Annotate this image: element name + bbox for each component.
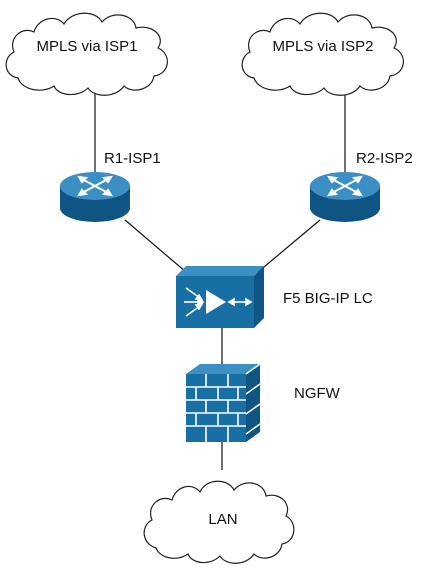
- connections: [94, 94, 346, 470]
- cloud-icon: [241, 12, 404, 96]
- router-icon: [310, 172, 380, 222]
- cloud-icon: [143, 480, 295, 564]
- cloud-label-lan: LAN: [208, 511, 238, 528]
- router-label-r1: R1-ISP1: [104, 150, 161, 167]
- cloud-label-isp1: MPLS via ISP1: [36, 38, 138, 55]
- router-label-r2: R2-ISP2: [356, 150, 413, 167]
- load-balancer-icon: [176, 266, 264, 328]
- firewall-icon: [186, 363, 261, 442]
- router-icon: [60, 172, 130, 222]
- cloud-label-isp2: MPLS via ISP2: [272, 38, 374, 55]
- cloud-icon: [5, 12, 168, 96]
- ngfw-label: NGFW: [294, 385, 340, 402]
- link-r2-f5: [257, 219, 321, 273]
- f5-label: F5 BIG-IP LC: [283, 290, 373, 307]
- link-r1-f5: [124, 219, 187, 273]
